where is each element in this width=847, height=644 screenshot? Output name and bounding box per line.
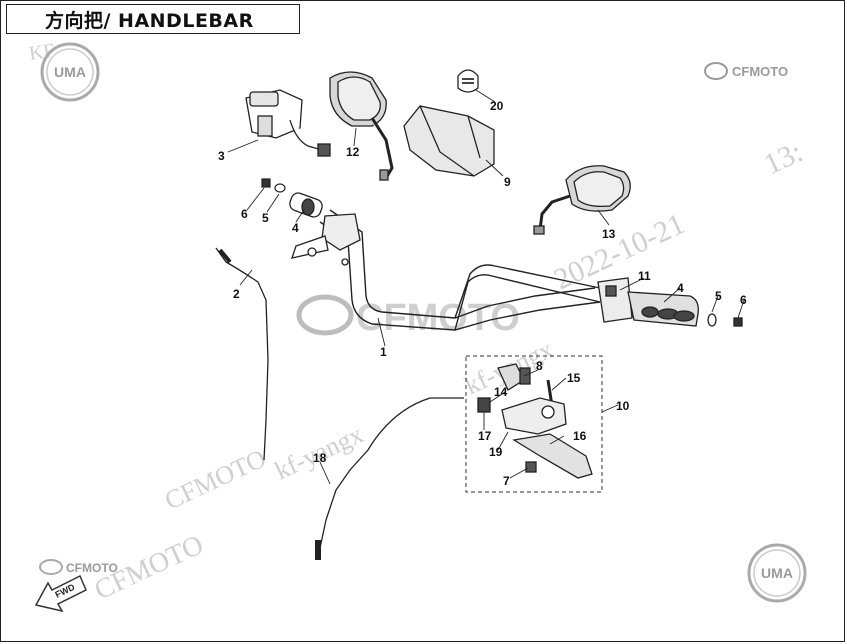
callout-labels: 1 2 3 4 4 5 5 6 6 7 8 9 10 11 12 13 14 1… (218, 99, 747, 488)
cfmoto-logo-center: CFMOTO (296, 294, 520, 339)
callout-8: 8 (536, 359, 543, 373)
emblem-badge (457, 69, 479, 93)
cfmoto-logo-bottom-left: CFMOTO (39, 559, 118, 575)
leader-lines (227, 89, 745, 485)
callout-16: 16 (573, 429, 587, 443)
hand-guard (403, 105, 495, 177)
callout-13: 13 (602, 227, 616, 241)
callout-14: 14 (494, 385, 508, 399)
callout-11: 11 (638, 269, 651, 283)
callout-20: 20 (490, 99, 504, 113)
lever-assembly-box (465, 355, 603, 493)
callout-6-left: 6 (241, 207, 248, 221)
callout-15: 15 (567, 371, 581, 385)
uma-logo-bottom-right: UMA (747, 543, 807, 603)
callout-4-right: 4 (677, 281, 684, 295)
callout-17: 17 (478, 429, 492, 443)
callout-7: 7 (503, 474, 510, 488)
right-switch-assembly (597, 277, 743, 327)
cables (215, 247, 464, 560)
page-title: 方向把/ HANDLEBAR (6, 4, 300, 34)
callout-5-right: 5 (715, 289, 722, 303)
left-grip (289, 192, 323, 218)
callout-12: 12 (346, 145, 360, 159)
brake-master-cylinder (245, 89, 331, 157)
callout-5-left: 5 (262, 211, 269, 225)
svg-text:CFMOTO: CFMOTO (66, 561, 118, 575)
cfmoto-logo-top-right: CFMOTO (704, 62, 788, 80)
left-bolt-washer (261, 178, 286, 193)
callout-2: 2 (233, 287, 240, 301)
callout-3: 3 (218, 149, 225, 163)
left-mirror (329, 71, 394, 181)
svg-text:UMA: UMA (761, 565, 793, 581)
fwd-arrow-icon: FWD (34, 574, 87, 613)
callout-4-left: 4 (292, 221, 299, 235)
svg-text:UMA: UMA (54, 64, 86, 80)
handlebar-tube (319, 209, 601, 331)
callout-19: 19 (489, 445, 503, 459)
svg-text:CFMOTO: CFMOTO (732, 64, 788, 79)
callout-1: 1 (380, 345, 387, 359)
svg-text:CFMOTO: CFMOTO (356, 297, 520, 339)
callout-18: 18 (313, 451, 327, 465)
right-mirror (533, 165, 631, 235)
callout-6-right: 6 (740, 293, 747, 307)
uma-logo-top-left: UMA (40, 42, 100, 102)
watermark-time: 13: (759, 135, 808, 181)
callout-9: 9 (504, 175, 511, 189)
callout-10: 10 (616, 399, 630, 413)
watermark-brand-2: CFMOTO (160, 444, 270, 516)
left-clamp (291, 213, 361, 266)
